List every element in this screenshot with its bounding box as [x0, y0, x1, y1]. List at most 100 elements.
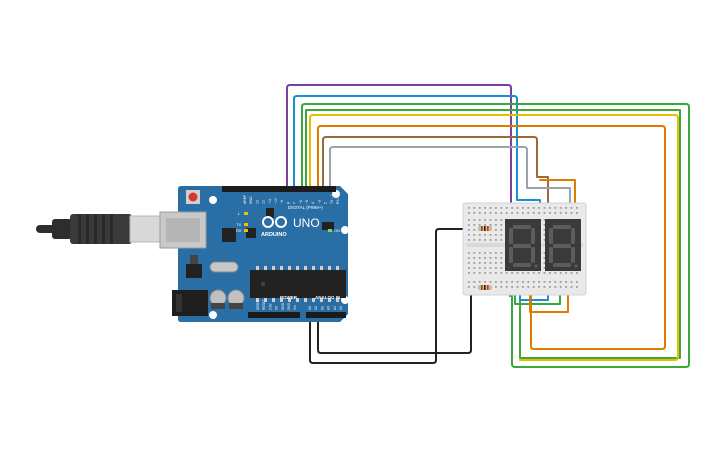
breadboard-hole[interactable]: [538, 272, 540, 274]
breadboard-hole[interactable]: [489, 219, 492, 221]
breadboard-hole[interactable]: [576, 286, 578, 288]
breadboard-hole[interactable]: [570, 212, 573, 214]
breadboard-hole[interactable]: [500, 219, 503, 221]
breadboard-hole[interactable]: [559, 281, 562, 283]
breadboard-hole[interactable]: [500, 224, 503, 226]
breadboard-hole[interactable]: [538, 281, 540, 283]
breadboard-hole[interactable]: [522, 212, 524, 214]
breadboard-hole[interactable]: [484, 262, 486, 264]
breadboard-hole[interactable]: [565, 281, 567, 283]
breadboard-hole[interactable]: [511, 286, 513, 288]
breadboard-hole[interactable]: [484, 252, 486, 254]
breadboard-hole[interactable]: [559, 212, 562, 214]
breadboard-hole[interactable]: [543, 257, 546, 259]
breadboard-hole[interactable]: [543, 234, 546, 236]
breadboard-hole[interactable]: [549, 272, 551, 274]
breadboard-hole[interactable]: [484, 219, 486, 221]
breadboard-hole[interactable]: [554, 286, 557, 288]
breadboard-hole[interactable]: [516, 272, 519, 274]
breadboard-hole[interactable]: [576, 207, 578, 209]
breadboard-hole[interactable]: [468, 229, 470, 231]
breadboard-hole[interactable]: [473, 262, 476, 264]
resistor-bottom[interactable]: [478, 285, 492, 290]
breadboard-hole[interactable]: [549, 212, 551, 214]
breadboard-hole[interactable]: [484, 239, 486, 241]
breadboard-hole[interactable]: [516, 212, 519, 214]
breadboard-hole[interactable]: [484, 212, 486, 214]
breadboard-hole[interactable]: [543, 207, 546, 209]
breadboard-hole[interactable]: [468, 262, 470, 264]
breadboard-hole[interactable]: [484, 207, 486, 209]
power-header-strip[interactable]: [248, 312, 300, 318]
breadboard-hole[interactable]: [468, 257, 470, 259]
breadboard-hole[interactable]: [489, 262, 492, 264]
breadboard-hole[interactable]: [478, 219, 481, 221]
breadboard-hole[interactable]: [511, 212, 513, 214]
breadboard-hole[interactable]: [500, 212, 503, 214]
breadboard-hole[interactable]: [473, 257, 476, 259]
breadboard-hole[interactable]: [500, 239, 503, 241]
breadboard-hole[interactable]: [473, 272, 476, 274]
breadboard-hole[interactable]: [554, 207, 557, 209]
breadboard-hole[interactable]: [495, 267, 497, 269]
breadboard-hole[interactable]: [468, 281, 470, 283]
breadboard-hole[interactable]: [543, 219, 546, 221]
breadboard-hole[interactable]: [484, 234, 486, 236]
breadboard-hole[interactable]: [500, 229, 503, 231]
breadboard-hole[interactable]: [500, 252, 503, 254]
breadboard-hole[interactable]: [478, 257, 481, 259]
breadboard-hole[interactable]: [495, 212, 497, 214]
breadboard-hole[interactable]: [468, 219, 470, 221]
analog-header-strip[interactable]: [306, 312, 346, 318]
breadboard-hole[interactable]: [511, 272, 513, 274]
breadboard-hole[interactable]: [527, 212, 530, 214]
breadboard-hole[interactable]: [484, 224, 486, 226]
breadboard-hole[interactable]: [522, 272, 524, 274]
breadboard-hole[interactable]: [527, 207, 530, 209]
breadboard-hole[interactable]: [505, 272, 508, 274]
breadboard-hole[interactable]: [495, 286, 497, 288]
breadboard-hole[interactable]: [511, 207, 513, 209]
breadboard-hole[interactable]: [473, 229, 476, 231]
breadboard-hole[interactable]: [543, 224, 546, 226]
breadboard-hole[interactable]: [505, 281, 508, 283]
breadboard-hole[interactable]: [473, 234, 476, 236]
breadboard-hole[interactable]: [543, 252, 546, 254]
breadboard-hole[interactable]: [559, 272, 562, 274]
breadboard-hole[interactable]: [538, 207, 540, 209]
breadboard-hole[interactable]: [473, 207, 476, 209]
wire-yellow[interactable]: [309, 114, 679, 361]
wire-brown[interactable]: [322, 136, 549, 219]
usb-cable[interactable]: [36, 214, 161, 244]
arduino-uno-board[interactable]: ARDUINO UNO DIGITAL (PWM~) POWER ANALOG …: [159, 186, 349, 322]
seven-segment-display-left[interactable]: 8: [0, 0, 541, 271]
breadboard-hole[interactable]: [484, 272, 486, 274]
breadboard-hole[interactable]: [570, 272, 573, 274]
breadboard-hole[interactable]: [478, 212, 481, 214]
breadboard-hole[interactable]: [543, 286, 546, 288]
breadboard-hole[interactable]: [559, 207, 562, 209]
breadboard-hole[interactable]: [532, 281, 535, 283]
wire-black-gnd[interactable]: [309, 228, 485, 364]
breadboard-hole[interactable]: [576, 272, 578, 274]
breadboard-hole[interactable]: [543, 262, 546, 264]
breadboard-hole[interactable]: [478, 262, 481, 264]
breadboard-hole[interactable]: [576, 212, 578, 214]
breadboard-hole[interactable]: [543, 272, 546, 274]
breadboard-hole[interactable]: [549, 286, 551, 288]
breadboard-hole[interactable]: [554, 281, 557, 283]
breadboard-hole[interactable]: [473, 267, 476, 269]
breadboard-hole[interactable]: [489, 257, 492, 259]
breadboard-hole[interactable]: [495, 224, 497, 226]
breadboard-hole[interactable]: [549, 207, 551, 209]
wire-gray[interactable]: [329, 146, 571, 219]
digital-header[interactable]: [222, 186, 336, 192]
wire-green-inner[interactable]: [305, 109, 681, 359]
breadboard-hole[interactable]: [478, 252, 481, 254]
breadboard-hole[interactable]: [527, 281, 530, 283]
breadboard-hole[interactable]: [500, 234, 503, 236]
breadboard-hole[interactable]: [516, 207, 519, 209]
breadboard-hole[interactable]: [495, 219, 497, 221]
breadboard-hole[interactable]: [543, 229, 546, 231]
seven-segment-display-right[interactable]: 8: [0, 0, 581, 271]
